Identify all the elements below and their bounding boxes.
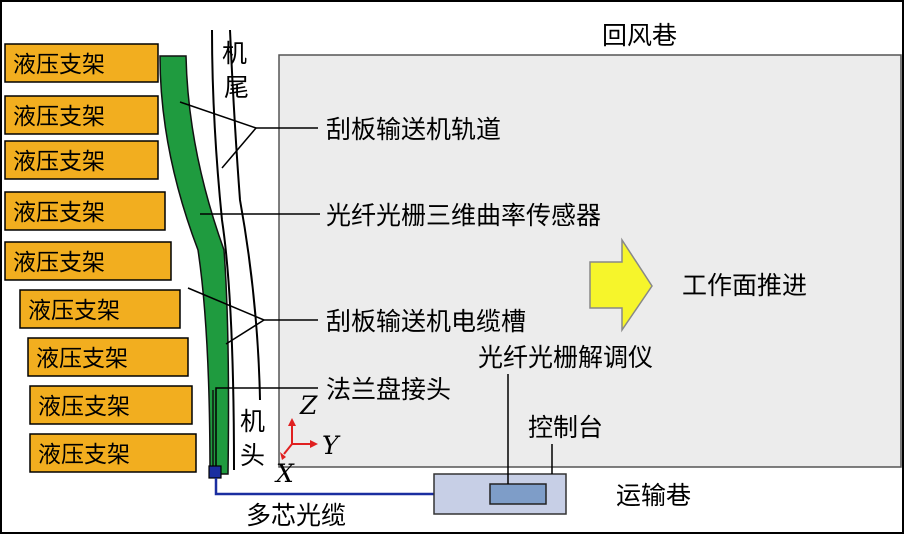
leader-flange: [215, 387, 318, 468]
y-axis-arrowhead: [310, 440, 318, 448]
hydraulic-support: 液压支架: [4, 43, 159, 83]
hydraulic-support: 液压支架: [29, 433, 197, 473]
hydraulic-support: 液压支架: [27, 337, 189, 377]
leader-track-1: [179, 101, 257, 129]
flange-joint-box: [208, 465, 222, 479]
hydraulic-support: 液压支架: [4, 95, 159, 135]
hydraulic-support-label: 液压支架: [38, 394, 130, 420]
hydraulic-support-label: 液压支架: [28, 298, 120, 324]
console-label: 控制台: [528, 413, 603, 442]
head-label-1: 机: [240, 407, 265, 436]
fbg-demodulator-label: 光纤光栅解调仪: [478, 343, 653, 372]
hydraulic-support-box: [4, 191, 166, 231]
axis-x-label: X: [274, 459, 295, 488]
hydraulic-support: 液压支架: [19, 289, 181, 329]
hydraulic-support-box: [4, 241, 172, 281]
hydraulic-support: 液压支架: [4, 191, 166, 231]
hydraulic-support-box: [4, 140, 159, 180]
hydraulic-support-label: 液压支架: [13, 52, 105, 78]
fbg-sensor-label: 光纤光栅三维曲率传感器: [326, 201, 601, 230]
hydraulic-support-label: 液压支架: [13, 149, 105, 175]
working-face-panel: [278, 54, 902, 468]
x-axis-line: [283, 443, 293, 455]
multicore-cable-label: 多芯光缆: [246, 501, 346, 530]
face-advance-label: 工作面推进: [682, 271, 807, 300]
hydraulic-support-box: [4, 43, 159, 83]
hydraulic-support: 液压支架: [29, 385, 193, 425]
hydraulic-support: 液压支架: [4, 241, 172, 281]
hydraulic-support-label: 液压支架: [36, 346, 128, 372]
demodulator-box: [489, 483, 547, 505]
hydraulic-support-label: 液压支架: [13, 250, 105, 276]
x-axis-arrowhead: [280, 452, 286, 460]
tail-label-2: 尾: [224, 73, 249, 102]
multicore-cable-line: [214, 478, 490, 496]
tail-label-1: 机: [222, 39, 247, 68]
hydraulic-support-box: [27, 337, 189, 377]
cable-trough-label: 刮板输送机电缆槽: [326, 307, 526, 336]
z-axis-arrowhead: [288, 418, 296, 426]
head-label-2: 头: [240, 441, 265, 470]
leader-trough-1: [187, 287, 265, 321]
coordinate-axes: [280, 418, 318, 460]
haulage-airway-label: 运输巷: [616, 481, 691, 510]
return-airway-label: 回风巷: [602, 21, 677, 50]
hydraulic-support-box: [29, 385, 193, 425]
hydraulic-support-box: [29, 433, 197, 473]
hydraulic-support-box: [19, 289, 181, 329]
hydraulic-support-label: 液压支架: [13, 104, 105, 130]
hydraulic-support-label: 液压支架: [13, 200, 105, 226]
axis-z-label: Z: [299, 391, 318, 420]
hydraulic-support-label: 液压支架: [38, 442, 130, 468]
cable-trough-line: [229, 29, 261, 401]
leader-track-2: [221, 127, 257, 169]
hydraulic-support: 液压支架: [4, 140, 159, 180]
hydraulic-support-box: [4, 95, 159, 135]
axis-y-label: Y: [322, 431, 341, 460]
leader-trough-2: [225, 319, 265, 345]
scraper-conveyor: [159, 55, 230, 475]
flange-joint-label: 法兰盘接头: [326, 375, 451, 404]
advance-arrow-icon: [589, 237, 653, 333]
conveyor-track-label: 刮板输送机轨道: [326, 115, 501, 144]
conveyor-track-line: [211, 29, 235, 471]
